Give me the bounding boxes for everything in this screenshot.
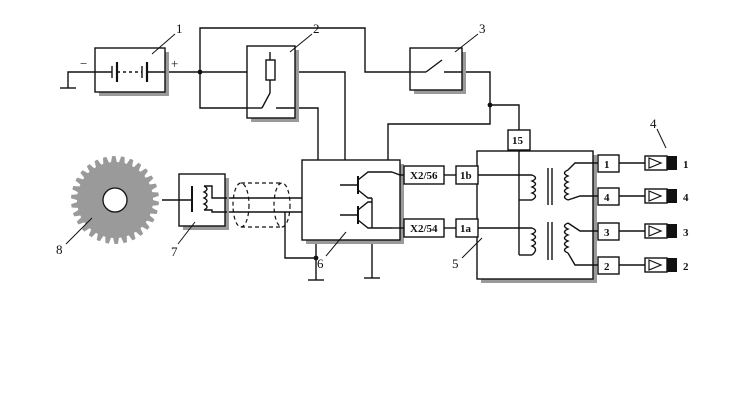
coil-output-box-2 xyxy=(597,256,620,275)
hall-sensor xyxy=(162,173,229,230)
coil-output-label-2: 2 xyxy=(604,261,610,273)
commutator-terminal-56: X2/56 xyxy=(410,170,438,182)
spark-plug-label-1: 1 xyxy=(683,159,689,171)
wiring xyxy=(60,27,645,281)
coil-terminal-1b: 1b xyxy=(460,170,472,182)
callout-2: 2 xyxy=(313,21,320,36)
junction-node xyxy=(313,255,319,261)
relay-to-commutator-wire-b xyxy=(295,107,319,160)
relay-loop-wire xyxy=(199,72,247,109)
callout-8: 8 xyxy=(56,242,63,257)
coil-output-box-1 xyxy=(597,154,620,173)
relay xyxy=(246,45,299,122)
callout-6: 6 xyxy=(317,256,324,271)
coil-terminal-15: 15 xyxy=(512,135,524,147)
coil-output-box-3 xyxy=(597,222,620,241)
trigger-wheel xyxy=(71,156,159,244)
shield-ground-wire xyxy=(284,212,317,280)
callout-3: 3 xyxy=(479,21,486,36)
ignition-coil: 1b 1a 15 1 4 3 2 xyxy=(455,129,620,283)
coil-output-label-3: 3 xyxy=(604,227,610,239)
coil-output-box-4 xyxy=(597,187,620,206)
commutator-terminal-54: X2/54 xyxy=(410,223,438,235)
commutator-supply-wire xyxy=(387,105,491,160)
relay-to-commutator-wire-a xyxy=(295,71,346,160)
spark-plug-3: 3 xyxy=(644,223,689,239)
coil-terminal-1a: 1a xyxy=(460,223,472,235)
battery-plus-label: + xyxy=(171,56,178,71)
callouts: 1 2 3 4 5 6 7 8 xyxy=(56,21,667,271)
spark-plug-label-4: 4 xyxy=(683,192,689,204)
callout-1: 1 xyxy=(176,21,183,36)
ignition-switch xyxy=(409,47,466,94)
commutator: X2/56 X2/54 xyxy=(301,159,445,244)
switch-supply-wire xyxy=(199,27,410,73)
coil-supply-wire xyxy=(490,104,520,130)
spark-plug-1: 1 xyxy=(644,155,689,171)
coil-output-label-4: 4 xyxy=(604,192,610,204)
spark-plug-4: 4 xyxy=(644,188,689,204)
battery-ground-wire xyxy=(67,71,95,88)
switch-output-wire xyxy=(462,71,491,105)
battery: − + xyxy=(80,47,178,96)
callout-4: 4 xyxy=(650,116,657,131)
battery-minus-label: − xyxy=(80,56,87,71)
spark-plugs: 1 4 3 2 xyxy=(644,155,689,273)
spark-plug-2: 2 xyxy=(644,257,689,273)
spark-plug-label-2: 2 xyxy=(683,261,689,273)
spark-plug-label-3: 3 xyxy=(683,227,689,239)
callout-7: 7 xyxy=(171,244,178,259)
coil-output-label-1: 1 xyxy=(604,159,610,171)
shielded-cable xyxy=(232,182,291,228)
callout-5: 5 xyxy=(452,256,459,271)
